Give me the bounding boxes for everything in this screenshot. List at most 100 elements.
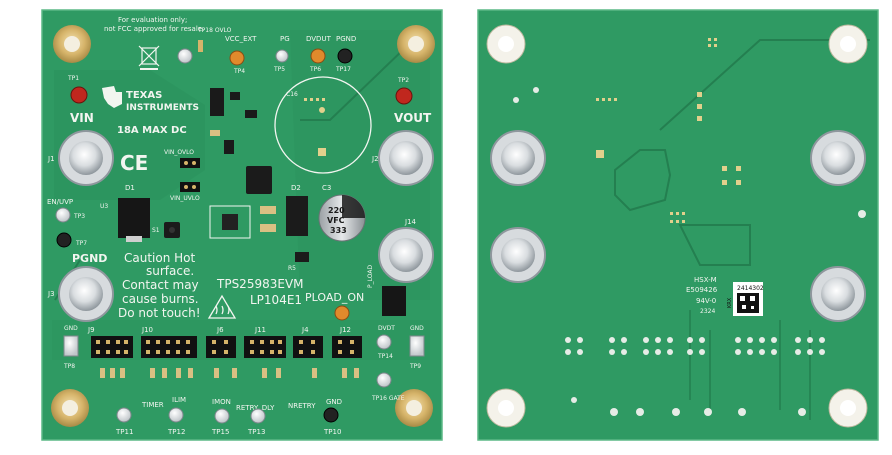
dvdt-label: DVDT (378, 325, 395, 332)
retry-dly-label: RETRY_DLY (236, 404, 275, 412)
power-connectors (58, 130, 434, 322)
s1-label: S1 (152, 227, 160, 234)
j6-label: J6 (216, 326, 224, 334)
nretry-label: NRETRY (288, 402, 316, 410)
back-vias (596, 38, 741, 223)
tp8-label: TP8 (63, 363, 75, 370)
tp18-label: TP18 OVLO (197, 27, 232, 34)
fcc-notice-line1: For evaluation only; (118, 16, 187, 24)
ul-flammability: 94V-0 (696, 297, 716, 305)
back-board: HSX-M E509426 94V-0 2324 2414302 KRX (477, 9, 879, 441)
uvlo-ovlo-jumpers (180, 158, 200, 192)
tp11-label: TP11 (115, 428, 133, 436)
tp8-testpoint (63, 335, 79, 357)
tp3-testpoint (55, 207, 71, 223)
cap-text-220: 220 (328, 206, 345, 215)
gnd-right-label: GND (410, 325, 424, 332)
rating-label: 18A MAX DC (117, 125, 187, 136)
electrolytic-capacitor-c3: 220 VFC 333 (318, 194, 366, 242)
ti-logo: TEXAS INSTRUMENTS (102, 86, 199, 113)
cap-text-333: 333 (330, 226, 347, 235)
pg-label: PG (280, 35, 290, 43)
pload-on-label: PLOAD_ON (305, 291, 364, 304)
j1-label: J1 (47, 155, 55, 163)
tp12-label: TP12 (167, 428, 185, 436)
back-copper-outline (678, 224, 751, 266)
tp7-label: TP7 (75, 240, 87, 247)
caution-line3: Contact may (122, 278, 199, 292)
c3-label: C3 (322, 184, 331, 192)
c16-footprint (274, 76, 372, 174)
tp4-label: TP4 (233, 68, 245, 75)
vcc-ext-label: VCC_EXT (225, 35, 257, 43)
tp6-label: TP6 (309, 66, 321, 73)
tp10-label: TP10 (323, 428, 341, 436)
back-pads-row (513, 87, 866, 416)
vin-ovlo-label: VIN_OVLO (164, 149, 194, 156)
c16-pad (318, 148, 326, 156)
board-name: TPS25983EVM (216, 277, 304, 291)
back-pcb-substrate (477, 9, 879, 441)
j3-label: J3 (47, 290, 55, 298)
j4-label: J4 (301, 326, 309, 334)
pgnd-top-label: PGND (336, 35, 356, 43)
c16-via-row (304, 98, 325, 101)
tp13-label: TP13 (247, 428, 265, 436)
config-jumper-row (91, 336, 362, 358)
caution-line1: Caution Hot (124, 251, 196, 265)
qr-side-text: KRX (727, 297, 733, 308)
tp2-label: TP2 (397, 77, 409, 84)
ul-datecode: 2324 (700, 308, 715, 315)
tp16-testpoint (376, 372, 392, 388)
u3-label: U3 (100, 203, 108, 210)
caution-line4: cause burns. (122, 292, 199, 306)
tp14-testpoint (376, 334, 392, 350)
back-connectors (490, 130, 866, 322)
d2-label: D2 (291, 184, 301, 192)
r5-label: R5 (288, 265, 296, 272)
ce-mark: CE (120, 151, 148, 175)
weee-bin-icon (138, 45, 160, 70)
ul-file-number: E509426 (686, 286, 718, 294)
front-board: For evaluation only; not FCC approved fo… (41, 9, 443, 441)
vout-label: VOUT (394, 111, 432, 125)
tp17-label: TP17 (335, 66, 351, 73)
board-rev: LP104E1 (250, 293, 302, 307)
hot-surface-warning-icon (207, 294, 237, 319)
qr-id: 2414302 (737, 285, 764, 292)
pload-testpoint (334, 305, 350, 321)
ilim-label: ILIM (172, 396, 186, 404)
tp16-gate-label: TP16 GATE (371, 395, 405, 402)
tp3-label: TP3 (73, 213, 85, 220)
bottom-passive-row (100, 368, 359, 378)
ti-brand-line2: INSTRUMENTS (126, 103, 199, 113)
tp7-testpoint (56, 232, 72, 248)
back-mounting-holes (486, 24, 868, 428)
timer-label: TIMER (141, 401, 164, 409)
front-mounting-holes (51, 25, 435, 427)
j9-label: J9 (87, 326, 95, 334)
qr-code-label: 2414302 KRX (727, 282, 764, 316)
c16-pad-round (319, 107, 325, 113)
tp14-label: TP14 (377, 353, 393, 360)
caution-line2: surface. (146, 264, 194, 278)
tp8-gnd-label: GND (64, 325, 78, 332)
bottom-testpoints (116, 407, 339, 424)
j2-label: J2 (371, 155, 379, 163)
dvdut-label: DVDUT (306, 35, 332, 43)
j11-label: J11 (254, 326, 266, 334)
tp9-testpoint (409, 335, 425, 357)
c16-label: C16 (286, 91, 298, 98)
tp5-label: TP5 (273, 66, 285, 73)
j14-label: J14 (404, 218, 417, 226)
j12-label: J12 (339, 326, 351, 334)
cap-text-vfc: VFC (327, 216, 345, 225)
front-components (118, 88, 406, 316)
ul-hsx-m: HSX-M (694, 276, 717, 284)
caution-line5: Do not touch! (118, 306, 201, 320)
jumper-pins (96, 340, 354, 354)
d1-label: D1 (125, 184, 135, 192)
tp2-red-testpoint (395, 87, 413, 105)
en-uvp-label: EN/UVP (47, 198, 73, 206)
